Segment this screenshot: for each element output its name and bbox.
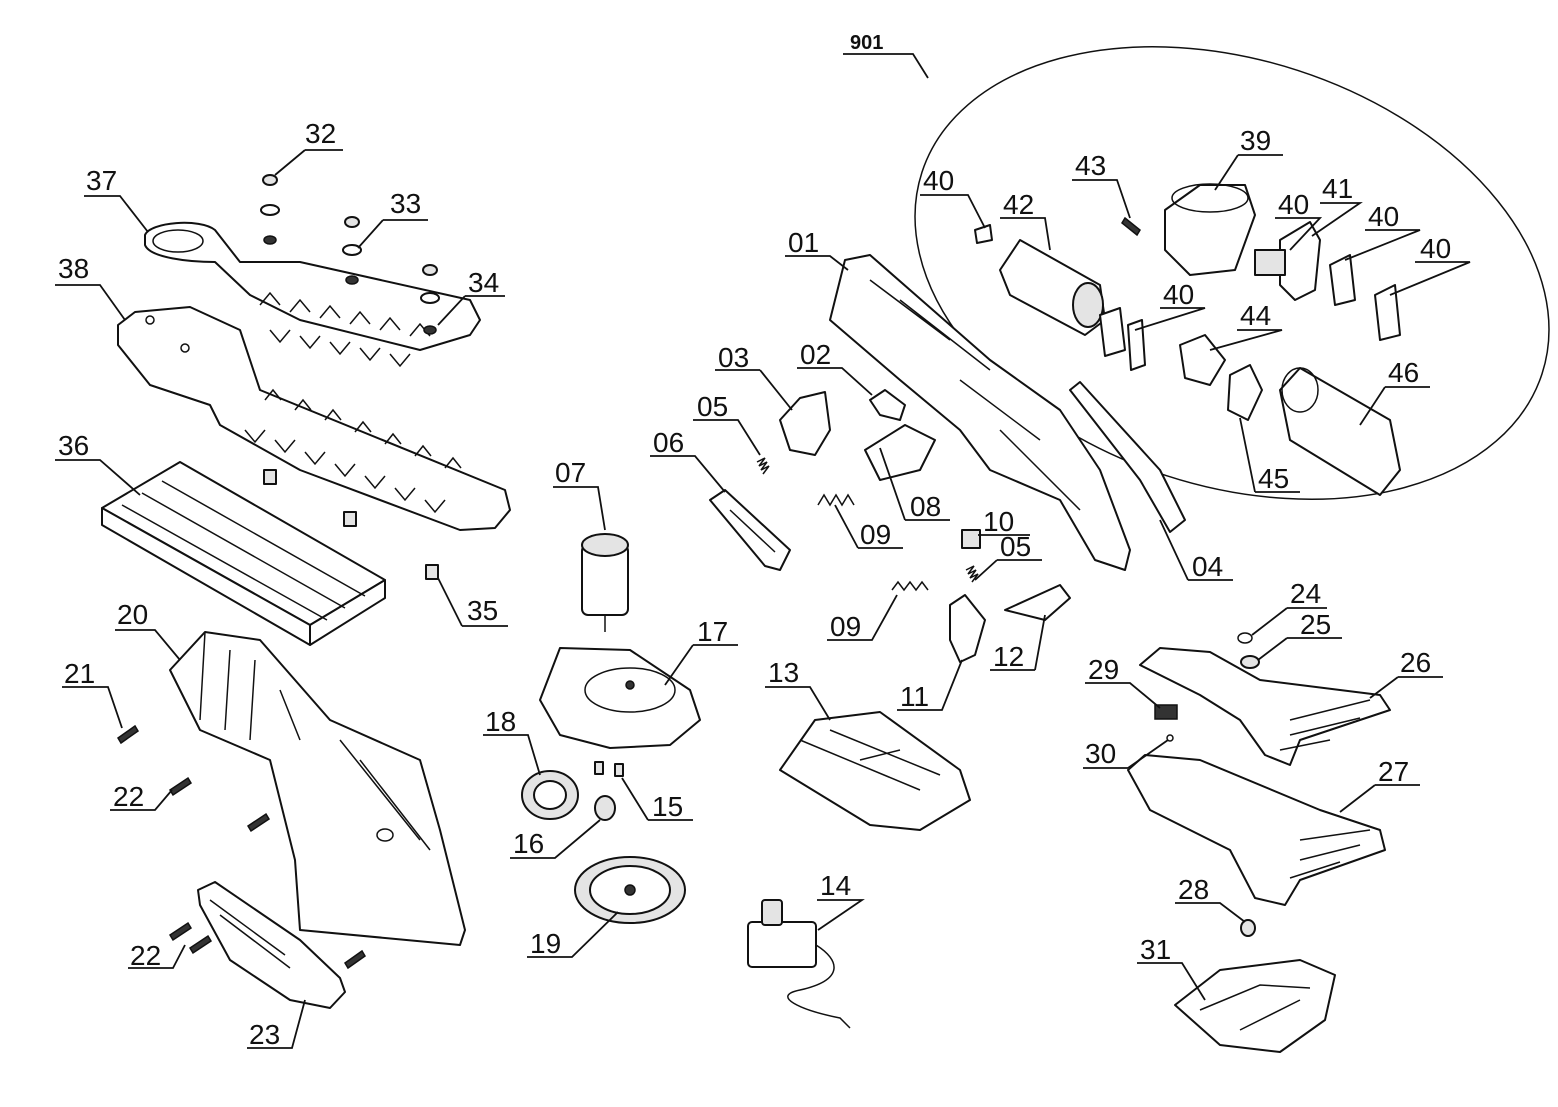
front-cover-part <box>197 881 346 1009</box>
label-07: 07 <box>555 457 586 488</box>
label-40-a: 40 <box>923 165 954 196</box>
drive-gear-part <box>521 770 579 820</box>
main-housing-part <box>829 254 1131 571</box>
nuts-and-washers-part <box>260 174 440 335</box>
label-27: 27 <box>1378 756 1409 787</box>
block-part <box>1154 704 1178 720</box>
label-13: 13 <box>768 657 799 688</box>
cap-part <box>961 529 981 549</box>
insert-part <box>1004 584 1071 621</box>
label-34: 34 <box>468 267 499 298</box>
leader-lines <box>55 53 1471 1049</box>
label-22-lower: 22 <box>130 940 161 971</box>
label-05-upper: 05 <box>697 391 728 422</box>
motor-part <box>581 533 629 632</box>
label-10: 10 <box>983 506 1014 537</box>
battery-latch-piece-part <box>1227 364 1263 421</box>
label-14: 14 <box>820 870 851 901</box>
battery-holder-part <box>1164 183 1256 276</box>
label-19: 19 <box>530 928 561 959</box>
battery-cells-part <box>999 239 1106 336</box>
label-42: 42 <box>1003 189 1034 220</box>
label-25: 25 <box>1300 609 1331 640</box>
label-32: 32 <box>305 118 336 149</box>
label-05-lower: 05 <box>1000 531 1031 562</box>
label-04: 04 <box>1192 551 1223 582</box>
blade-guard-part <box>101 461 386 646</box>
label-02: 02 <box>800 339 831 370</box>
label-09-upper: 09 <box>860 519 891 550</box>
lower-hedge-blade-part <box>117 306 511 531</box>
label-40-b: 40 <box>1278 189 1309 220</box>
trim-strip-part <box>1069 381 1186 533</box>
label-40-c: 40 <box>1368 201 1399 232</box>
springs-09-part <box>817 493 929 592</box>
contact-plates-part <box>974 224 1401 371</box>
large-gear-part <box>574 856 686 924</box>
spacer-part <box>1240 919 1256 937</box>
label-06: 06 <box>653 427 684 458</box>
switch-part <box>779 391 831 456</box>
label-03: 03 <box>718 342 749 373</box>
pin-part <box>1166 734 1174 742</box>
housing-half-part <box>169 631 466 946</box>
label-33: 33 <box>390 188 421 219</box>
label-16: 16 <box>513 828 544 859</box>
grass-blade-upper-part <box>1139 647 1391 766</box>
label-15: 15 <box>652 791 683 822</box>
label-24: 24 <box>1290 578 1321 609</box>
label-30: 30 <box>1085 738 1116 769</box>
label-45: 45 <box>1258 463 1289 494</box>
label-26: 26 <box>1400 647 1431 678</box>
base-plate-part <box>779 711 971 831</box>
grass-blade-lower-part <box>1127 754 1386 906</box>
label-40-d: 40 <box>1420 233 1451 264</box>
label-40-e: 40 <box>1163 279 1194 310</box>
label-09-lower: 09 <box>830 611 861 642</box>
springs-part <box>756 457 979 583</box>
label-46: 46 <box>1388 357 1419 388</box>
label-08: 08 <box>910 491 941 522</box>
label-36: 36 <box>58 430 89 461</box>
label-37: 37 <box>86 165 117 196</box>
label-01: 01 <box>788 227 819 258</box>
blade-screws-part <box>263 469 439 580</box>
gear-screws-part <box>594 761 624 777</box>
label-38: 38 <box>58 253 89 284</box>
label-12: 12 <box>993 641 1024 672</box>
label-41: 41 <box>1322 173 1353 204</box>
label-35: 35 <box>467 595 498 626</box>
label-11: 11 <box>900 681 929 712</box>
grass-base-part <box>1174 959 1336 1053</box>
label-39: 39 <box>1240 125 1271 156</box>
clip-and-washer-part <box>1237 632 1260 669</box>
label-22-upper: 22 <box>113 781 144 812</box>
housing-screws-part <box>116 724 367 970</box>
label-29: 29 <box>1088 654 1119 685</box>
label-28: 28 <box>1178 874 1209 905</box>
upper-hedge-blade-part <box>144 221 481 368</box>
label-20: 20 <box>117 599 148 630</box>
circuit-board-part <box>1254 221 1321 301</box>
label-31: 31 <box>1140 934 1171 965</box>
label-901: 901 <box>850 32 883 54</box>
label-17: 17 <box>697 616 728 647</box>
label-21: 21 <box>64 658 95 689</box>
pinion-part <box>594 795 616 821</box>
charger-part <box>747 899 851 1029</box>
label-23: 23 <box>249 1019 280 1050</box>
lever-part <box>949 594 986 663</box>
terminal-block-part <box>1179 334 1226 386</box>
battery-group-outline <box>914 46 1550 500</box>
battery-latch-part <box>864 424 936 481</box>
gear-housing-part <box>539 647 701 749</box>
lock-slider-part <box>709 489 791 571</box>
battery-pack-part <box>1279 367 1401 496</box>
contact-part <box>869 389 906 421</box>
label-44: 44 <box>1240 300 1271 331</box>
label-18: 18 <box>485 706 516 737</box>
label-43: 43 <box>1075 150 1106 181</box>
battery-screw-part <box>1121 216 1141 237</box>
